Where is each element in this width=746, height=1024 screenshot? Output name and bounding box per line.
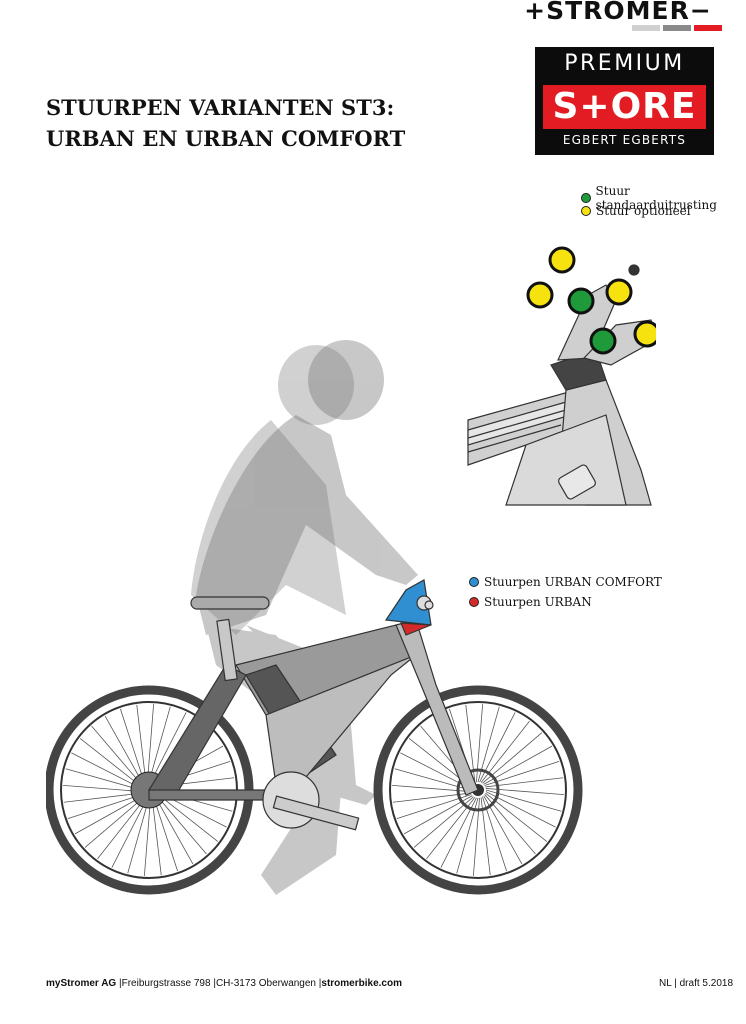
wheel-spoke xyxy=(65,768,142,791)
footer-address: Freiburgstrasse 798 xyxy=(121,978,211,989)
badge-owner-text: EGBERT EGBERTS xyxy=(562,133,687,147)
footer-company: myStromer AG xyxy=(46,978,117,989)
wheel-spoke xyxy=(74,795,144,835)
footer-sep: | xyxy=(674,978,677,989)
wheel-spoke xyxy=(67,794,143,819)
wheel-spoke xyxy=(150,712,187,783)
footer-sep: | xyxy=(119,978,122,989)
footer-website-link[interactable]: stromerbike.com xyxy=(321,978,402,989)
wheel-spoke xyxy=(91,725,143,786)
footer-sep: | xyxy=(213,978,216,989)
legend-urban-comfort-stem: Stuurpen URBAN COMFORT xyxy=(469,575,662,589)
footer-city: CH-3173 Oberwangen xyxy=(215,978,316,989)
wheel-spoke xyxy=(84,796,145,848)
wheel-spoke xyxy=(156,792,219,842)
stromer-logo-bars xyxy=(632,25,724,31)
stromer-logo: +STROMER− xyxy=(512,0,724,36)
logo-bar-red xyxy=(694,25,722,31)
legend-standard-handlebar: Stuur standaarduitrusting xyxy=(581,184,746,212)
footer-company-info: myStromer AG |Freiburgstrasse 798 |CH-31… xyxy=(46,978,402,989)
wheel-spoke xyxy=(104,715,144,785)
green-dot-icon xyxy=(581,193,591,203)
wheel-spoke xyxy=(147,704,155,783)
blue-dot-icon xyxy=(469,577,479,587)
badge-premium-text: PREMIUM xyxy=(564,51,685,76)
legend-urban-stem: Stuurpen URBAN xyxy=(469,595,592,609)
legend-optional-handlebar: Stuur optioneel xyxy=(581,204,691,218)
page-title: STUURPEN VARIANTEN ST3: URBAN EN URBAN C… xyxy=(46,92,466,154)
wheel-spoke xyxy=(63,792,142,803)
wheel-spoke xyxy=(63,784,142,792)
wheel-spoke xyxy=(97,797,147,860)
badge-store-text: S+ORE xyxy=(552,86,697,127)
wheel-spoke xyxy=(136,704,147,783)
wheel-spoke xyxy=(148,706,171,783)
wheel-spoke xyxy=(127,797,150,874)
wheel-spoke xyxy=(79,738,142,788)
footer-version: draft 5.2018 xyxy=(679,978,733,989)
wheel-spoke xyxy=(143,797,151,876)
stem-detail-illustration xyxy=(467,246,656,506)
yellow-dot-icon xyxy=(581,206,591,216)
wheel-spoke xyxy=(155,794,207,855)
logo-bar-light xyxy=(632,25,660,31)
footer-version-info: NL | draft 5.2018 xyxy=(640,978,733,989)
wheel-spoke xyxy=(111,797,148,868)
footer-language: NL xyxy=(659,978,672,989)
bicycle-with-rider-illustration xyxy=(46,340,583,895)
legend-label: Stuurpen URBAN COMFORT xyxy=(484,575,662,589)
premium-store-badge: PREMIUM S+ORE EGBERT EGBERTS xyxy=(535,47,714,155)
title-line-1: STUURPEN VARIANTEN ST3: xyxy=(46,95,395,120)
legend-label: Stuur optioneel xyxy=(596,204,691,218)
wheel-spoke xyxy=(120,708,145,784)
logo-bar-grey xyxy=(663,25,691,31)
wheel-spoke xyxy=(153,796,178,872)
wheel-spoke xyxy=(154,795,194,865)
title-line-2: URBAN EN URBAN COMFORT xyxy=(46,126,406,151)
red-dot-icon xyxy=(469,597,479,607)
footer-sep: | xyxy=(318,978,322,989)
stromer-logo-text: +STROMER− xyxy=(524,0,712,25)
badge-store-box: S+ORE xyxy=(543,85,706,129)
legend-label: Stuur standaarduitrusting xyxy=(595,184,717,212)
legend-label: Stuurpen URBAN xyxy=(484,595,592,609)
wheel-spoke xyxy=(151,797,162,876)
wheel-spoke xyxy=(71,752,142,789)
